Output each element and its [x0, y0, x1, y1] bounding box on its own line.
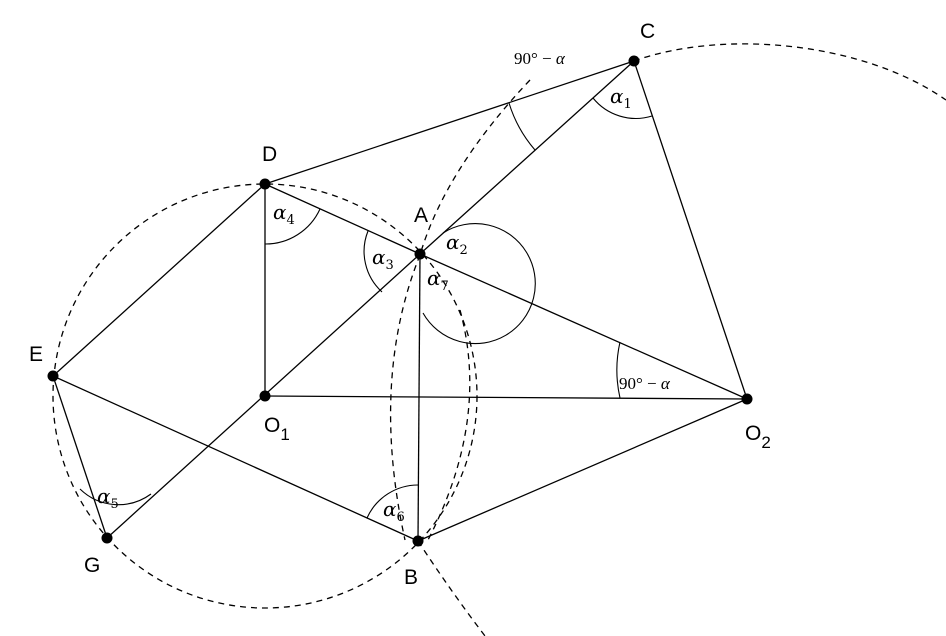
label-g: G: [84, 554, 100, 577]
angle-arc-alpha2-7: [422, 223, 536, 345]
label-o2: O2: [745, 422, 771, 452]
label-alpha7: α7: [427, 266, 449, 294]
label-alpha3: α3: [372, 245, 394, 273]
segment-ca: [419, 60, 635, 255]
inner-arc-ca: [419, 79, 531, 256]
label-90-minus-alpha-o2: 90° − α: [619, 374, 671, 393]
segment-dc: [264, 60, 635, 185]
label-alpha1: α1: [610, 84, 632, 112]
label-o1: O1: [264, 414, 290, 444]
segment-bo2: [417, 398, 748, 542]
point-o2: [741, 393, 753, 405]
label-o2-sub: 2: [761, 433, 770, 452]
point-o1: [259, 390, 271, 402]
angle-arc-alpha4: [264, 208, 321, 245]
label-o1-main: O: [264, 414, 280, 437]
angle-arc-alpha3: [363, 230, 383, 293]
label-b: B: [404, 566, 418, 589]
point-d: [259, 178, 271, 190]
label-a: A: [414, 204, 428, 227]
label-o1-sub: 1: [280, 425, 289, 444]
label-e: E: [29, 343, 43, 366]
segment-o1o2: [264, 395, 748, 400]
inner-arc-ab-left: [389, 254, 421, 541]
angle-arc-alpha1: [592, 97, 653, 119]
angle-arc-alpha5: [79, 488, 152, 506]
label-c: C: [640, 20, 655, 43]
segment-eb: [52, 375, 419, 542]
point-a: [414, 248, 426, 260]
circle-o2-lower-arc: [417, 540, 486, 636]
angle-arc-alpha6: [366, 484, 420, 519]
label-alpha4: α4: [273, 200, 295, 228]
circle-o1: [52, 183, 478, 609]
label-90-minus-alpha-top: 90° − α: [514, 49, 566, 68]
segment-da: [264, 183, 421, 255]
circle-o2-arc: [633, 43, 946, 101]
segment-co2: [633, 60, 748, 400]
label-d: D: [262, 143, 277, 166]
point-e: [47, 370, 59, 382]
angle-arc-90-o2: [616, 341, 621, 399]
segment-ao2: [419, 253, 748, 400]
point-c: [628, 55, 640, 67]
label-alpha6: α6: [383, 497, 405, 525]
segment-eg: [52, 375, 108, 539]
label-o2-main: O: [745, 422, 761, 445]
label-alpha5: α5: [97, 484, 119, 512]
segment-de: [52, 183, 266, 377]
inner-arc-ab-right: [427, 309, 471, 541]
point-g: [101, 532, 113, 544]
label-alpha2: α2: [446, 230, 468, 258]
angle-arc-90-top: [508, 102, 536, 151]
point-b: [412, 535, 424, 547]
